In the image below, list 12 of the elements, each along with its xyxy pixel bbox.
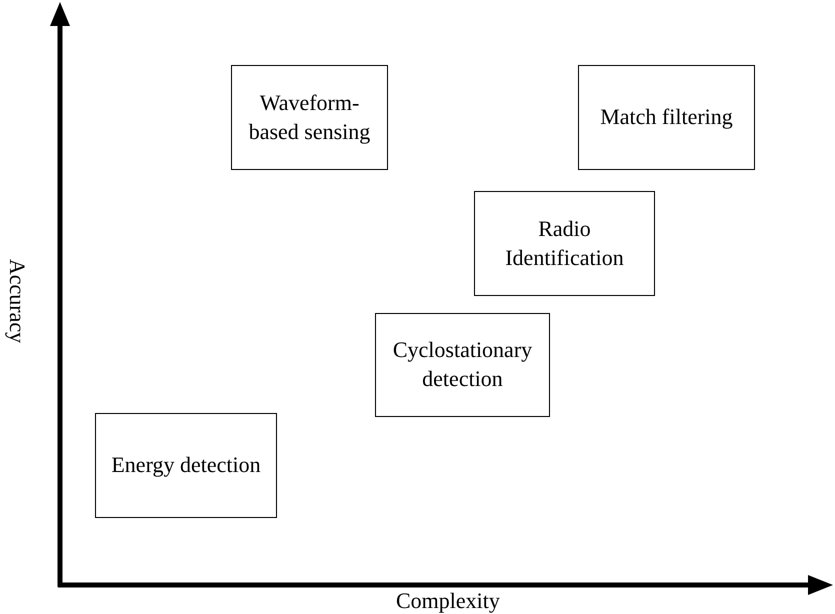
method-label: Cyclostationary detection [392,336,534,393]
method-box [375,313,550,417]
method-box [578,65,755,170]
method-label: Match filtering [600,103,733,132]
method-box [231,65,388,170]
method-label: Energy detection [111,451,261,480]
method-box [474,191,655,296]
method-label: Waveform-based sensing [248,88,372,146]
method-label: Radio Identification [504,214,625,272]
y-axis-label: Accuracy [4,258,30,344]
method-box [95,413,277,518]
x-axis-label: Complexity [396,588,500,614]
